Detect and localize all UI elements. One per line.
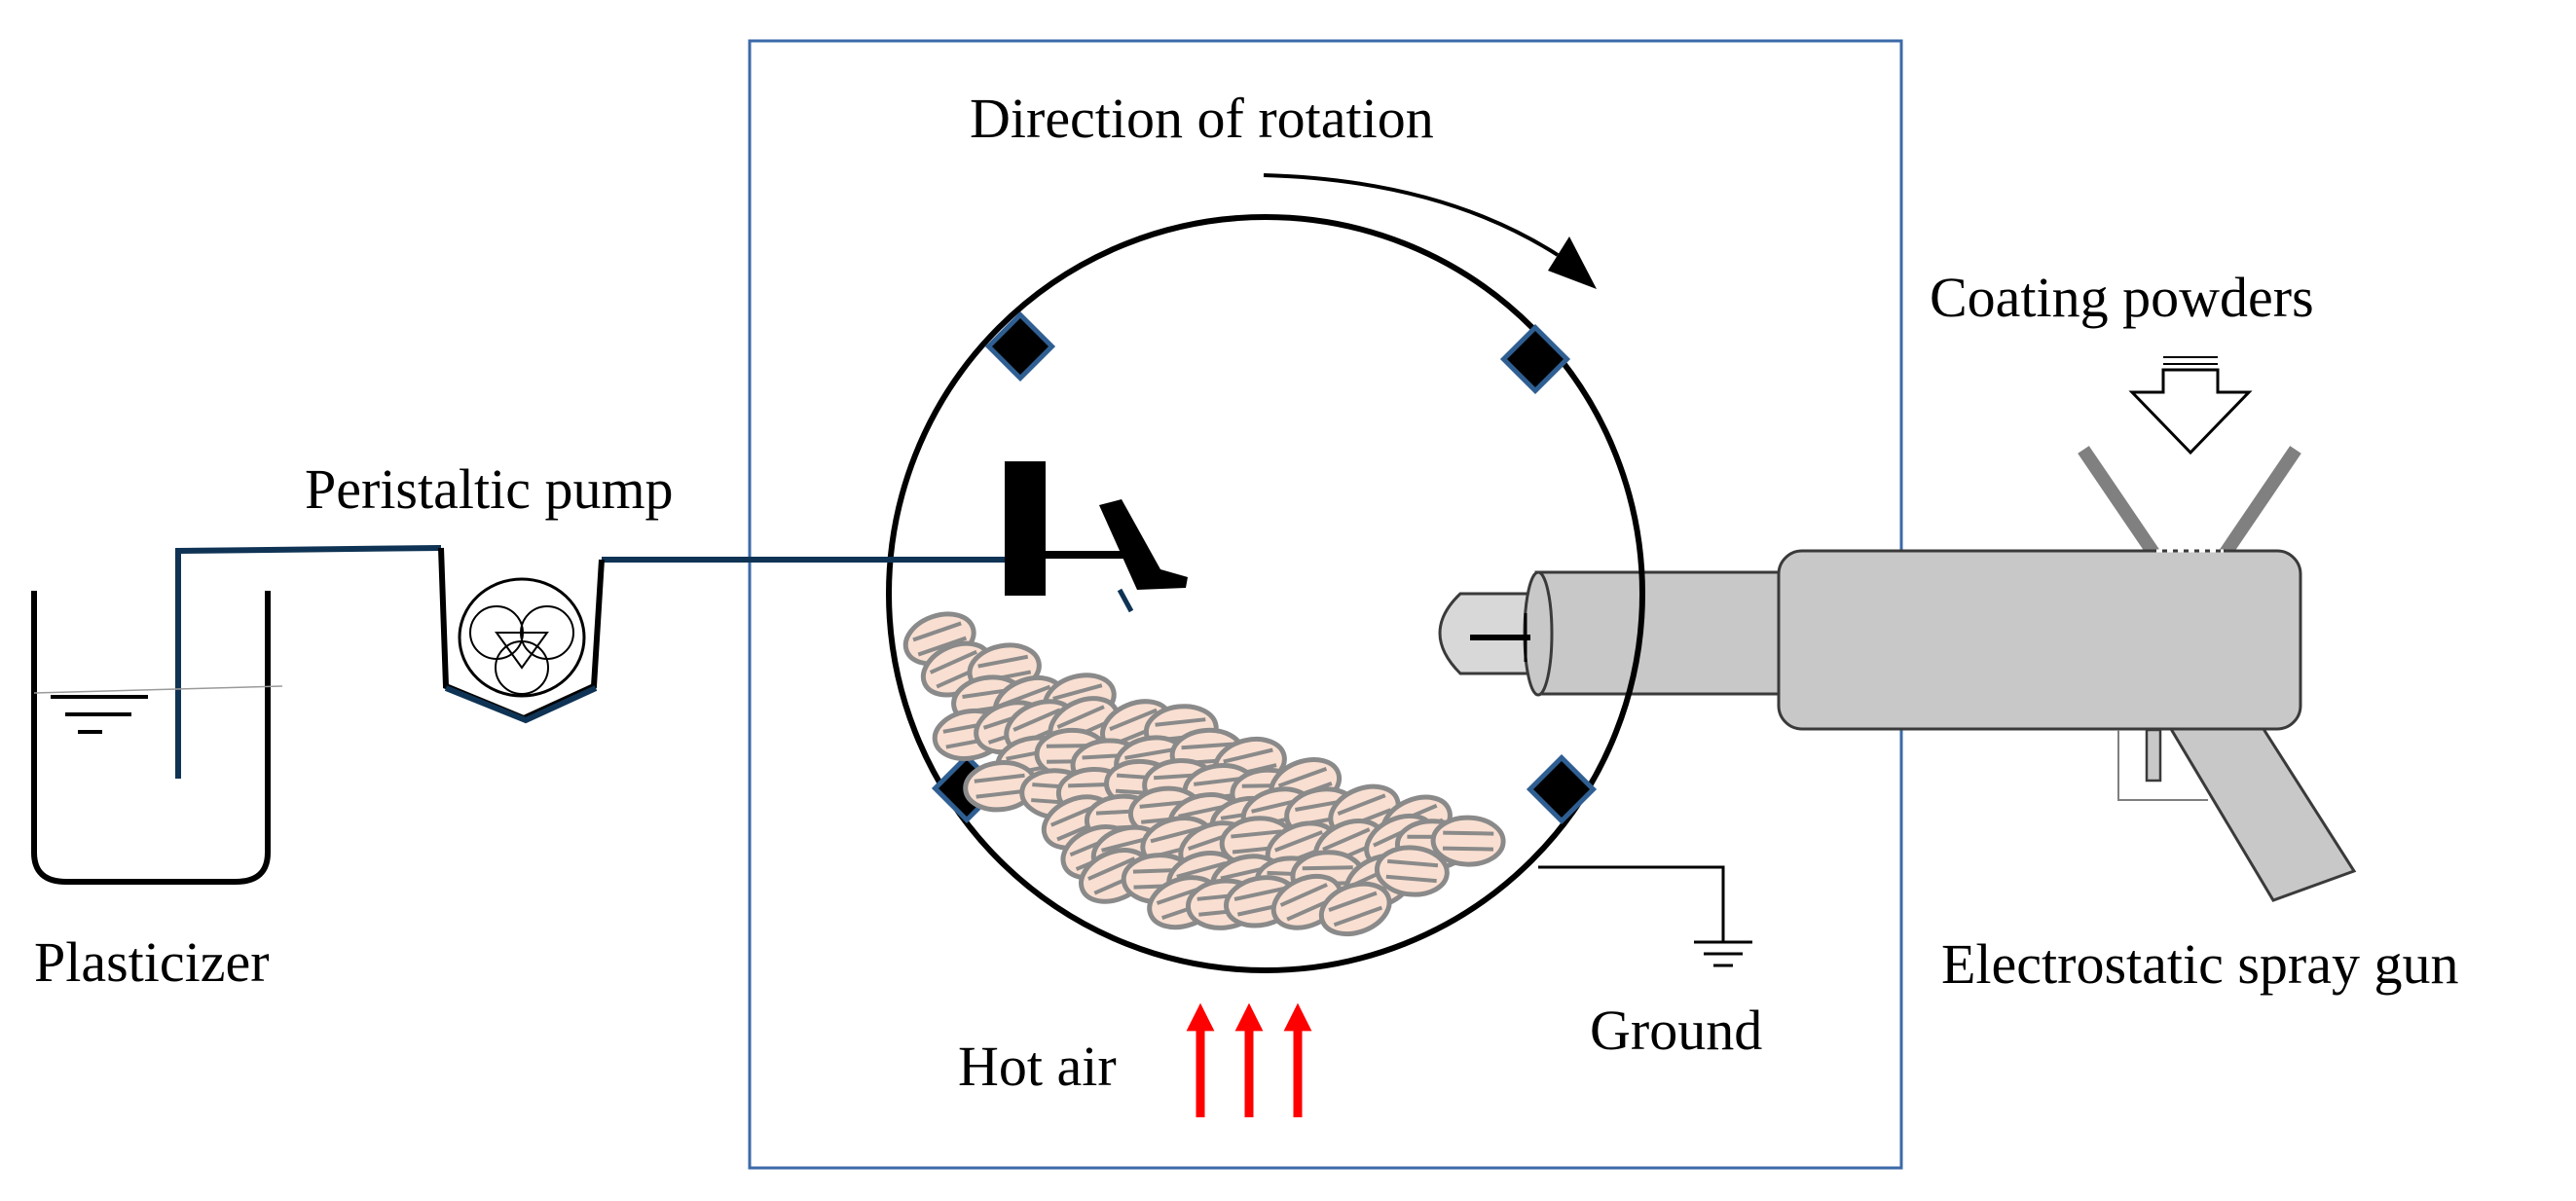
baffle (1499, 323, 1571, 395)
peristaltic-pump (438, 547, 605, 724)
label-hot-air: Hot air (958, 1035, 1117, 1098)
label-coating-powders: Coating powders (1930, 266, 2314, 329)
gun-trigger (2145, 728, 2162, 782)
tablet (1430, 815, 1506, 867)
ground-symbol (1538, 865, 1752, 967)
tablet (1374, 845, 1450, 897)
plasticizer-reservoir (31, 591, 283, 885)
hopper-right-wall (2220, 446, 2301, 557)
rotation-direction-arrow (1263, 173, 1597, 289)
plasticizer-tubing (175, 545, 1009, 779)
gun-barrel-end (1523, 570, 1554, 697)
label-ground: Ground (1590, 999, 1762, 1062)
baffle (1526, 753, 1598, 825)
label-electrostatic-spray-gun: Electrostatic spray gun (1941, 932, 2459, 996)
gun-body (1777, 549, 2302, 731)
gun-nozzle (1438, 592, 1540, 675)
label-plasticizer: Plasticizer (34, 930, 270, 994)
gun-barrel (1534, 570, 1793, 696)
gun-handle (2168, 727, 2357, 902)
pump-rotor-triangle (495, 632, 549, 670)
electrostatic-spray-gun (1438, 446, 2357, 902)
label-direction-of-rotation: Direction of rotation (970, 87, 1434, 150)
tablet-bed (902, 611, 1506, 937)
rotating-drum (886, 214, 1645, 973)
tube-from-reservoir (175, 545, 442, 779)
trigger-guard (2117, 730, 2208, 801)
pump-roller (495, 640, 549, 695)
liquid-spray-nozzle (1005, 461, 1188, 613)
powder-inflow-arrow (2128, 356, 2253, 455)
hot-air-arrows (1186, 1002, 1312, 1117)
liquid-surface-line (33, 685, 283, 694)
tablet (1318, 881, 1392, 937)
baffle (984, 310, 1056, 382)
label-peristaltic-pump: Peristaltic pump (305, 457, 674, 521)
hopper-left-wall (2078, 446, 2159, 557)
